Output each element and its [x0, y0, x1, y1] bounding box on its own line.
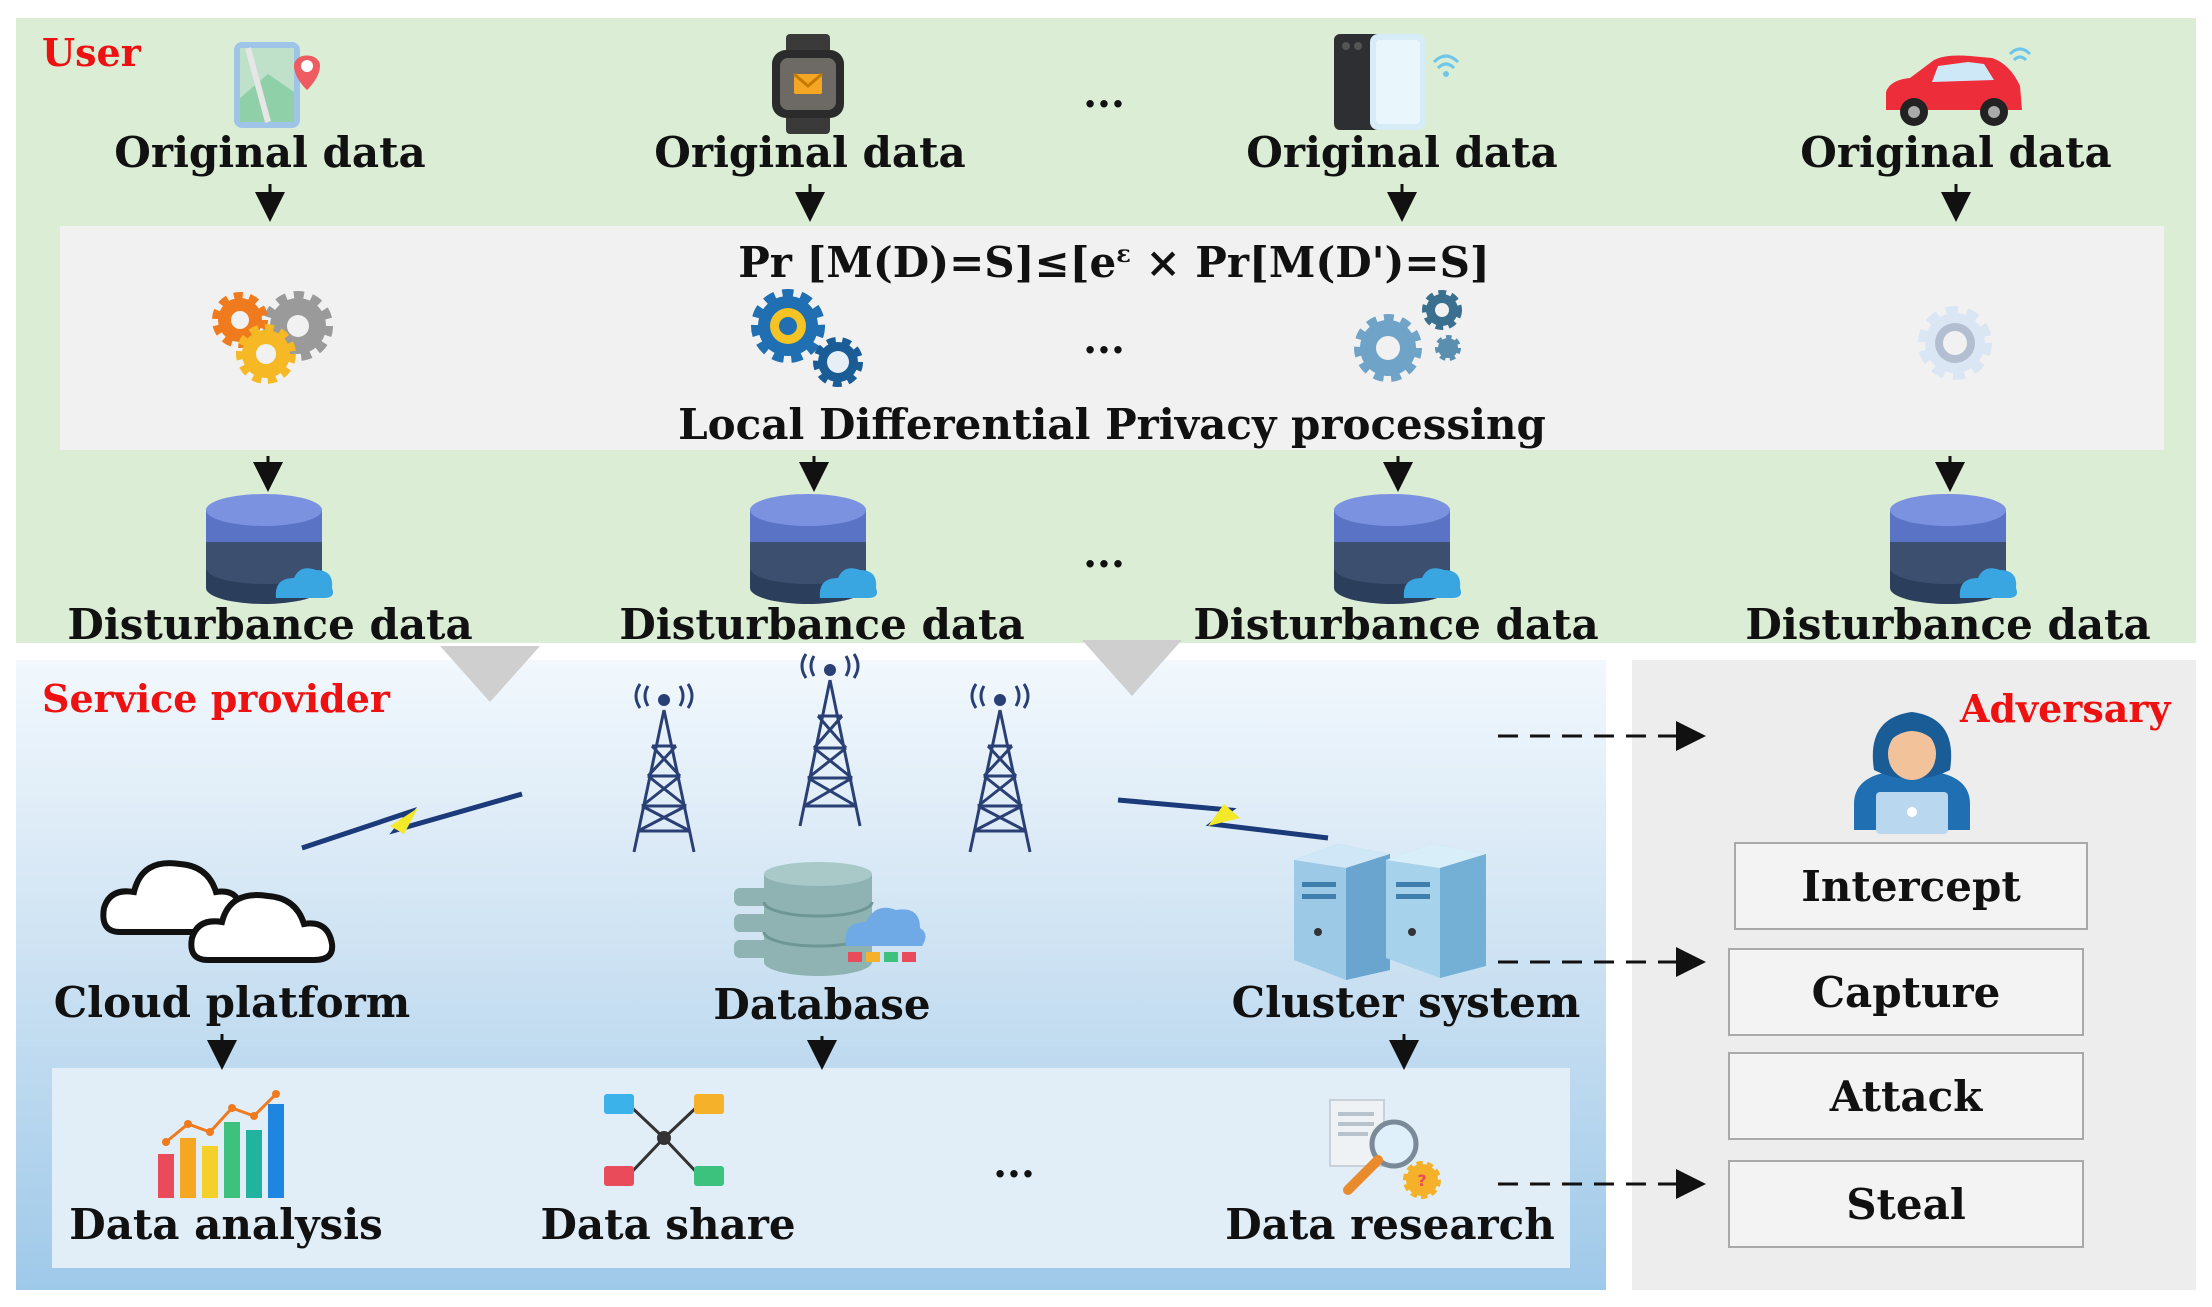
blue-gear-icon: [751, 289, 863, 387]
share-network-icon: [604, 1094, 724, 1186]
bar-chart-icon: [158, 1090, 284, 1198]
user-label: User: [42, 30, 141, 75]
user-devices-ellipsis: ...: [1083, 70, 1125, 117]
cluster-server-icon: [1294, 844, 1486, 980]
ldp-processing-band: [60, 226, 2164, 450]
cloud-platform-label: Cloud platform: [53, 978, 411, 1027]
signal-tower-icon: [798, 653, 862, 827]
cloud-database-icon: [750, 494, 877, 604]
formula-left: Pr [M(D)=S]≤[e: [738, 238, 1117, 287]
svg-text:?: ?: [1417, 1171, 1426, 1190]
service-provider-label: Service provider: [42, 676, 390, 721]
database-server-icon: [734, 862, 926, 976]
hacker-icon: [1854, 712, 1970, 834]
signal-tower-icon: [632, 683, 696, 853]
data-share-label: Data share: [540, 1200, 796, 1249]
data-research-icon: ?: [1329, 1099, 1441, 1199]
adversary-label: Adversary: [1960, 686, 2171, 731]
database-label: Database: [713, 980, 931, 1029]
apps-ellipsis: ...: [993, 1140, 1035, 1187]
smartwatch-icon: [772, 34, 844, 134]
cloud-database-icon: [1334, 494, 1461, 604]
signal-tower-icon: [968, 683, 1032, 853]
ldp-formula: Pr [M(D)=S]≤[eε × Pr[M(D')=S]: [738, 238, 1490, 287]
cluster-system-label: Cluster system: [1231, 978, 1581, 1027]
formula-right: × Pr[M(D')=S]: [1130, 238, 1490, 287]
gears-ellipsis: ...: [1083, 316, 1125, 363]
steal-box: Steal: [1728, 1160, 2084, 1248]
wireless-link-icon: [301, 791, 523, 851]
attack-box: Attack: [1728, 1052, 2084, 1140]
data-research-label: Data research: [1225, 1200, 1555, 1249]
orange-gear-icon: [212, 291, 333, 384]
light-gear-icon: [1918, 306, 1992, 380]
cloud-database-icon: [206, 494, 333, 604]
flow-arrow-down: [440, 646, 540, 702]
smartphone-icon: [1334, 34, 1460, 130]
connected-car-icon: [1886, 47, 2032, 126]
teal-gear-icon: [1354, 290, 1462, 382]
applications-band: [52, 1068, 1570, 1268]
cloud-platform-icon: [100, 860, 336, 963]
disturbance-data-label-2: Disturbance data: [619, 600, 1025, 649]
intercept-box: Intercept: [1734, 842, 2088, 930]
ldp-processing-label: Local Differential Privacy processing: [678, 400, 1546, 449]
original-data-label-3: Original data: [1246, 128, 1558, 177]
database-ellipsis: ...: [1083, 530, 1125, 577]
original-data-label-4: Original data: [1800, 128, 2112, 177]
disturbance-data-label-4: Disturbance data: [1745, 600, 2151, 649]
map-location-icon: [234, 42, 320, 128]
cloud-database-icon: [1890, 494, 2017, 604]
wireless-link-icon: [1117, 797, 1329, 841]
formula-epsilon: ε: [1116, 239, 1131, 268]
flow-arrow-down: [1082, 640, 1182, 696]
original-data-label-2: Original data: [654, 128, 966, 177]
capture-box: Capture: [1728, 948, 2084, 1036]
disturbance-data-label-3: Disturbance data: [1193, 600, 1599, 649]
disturbance-data-label-1: Disturbance data: [67, 600, 473, 649]
original-data-label-1: Original data: [114, 128, 426, 177]
data-analysis-label: Data analysis: [69, 1200, 383, 1249]
